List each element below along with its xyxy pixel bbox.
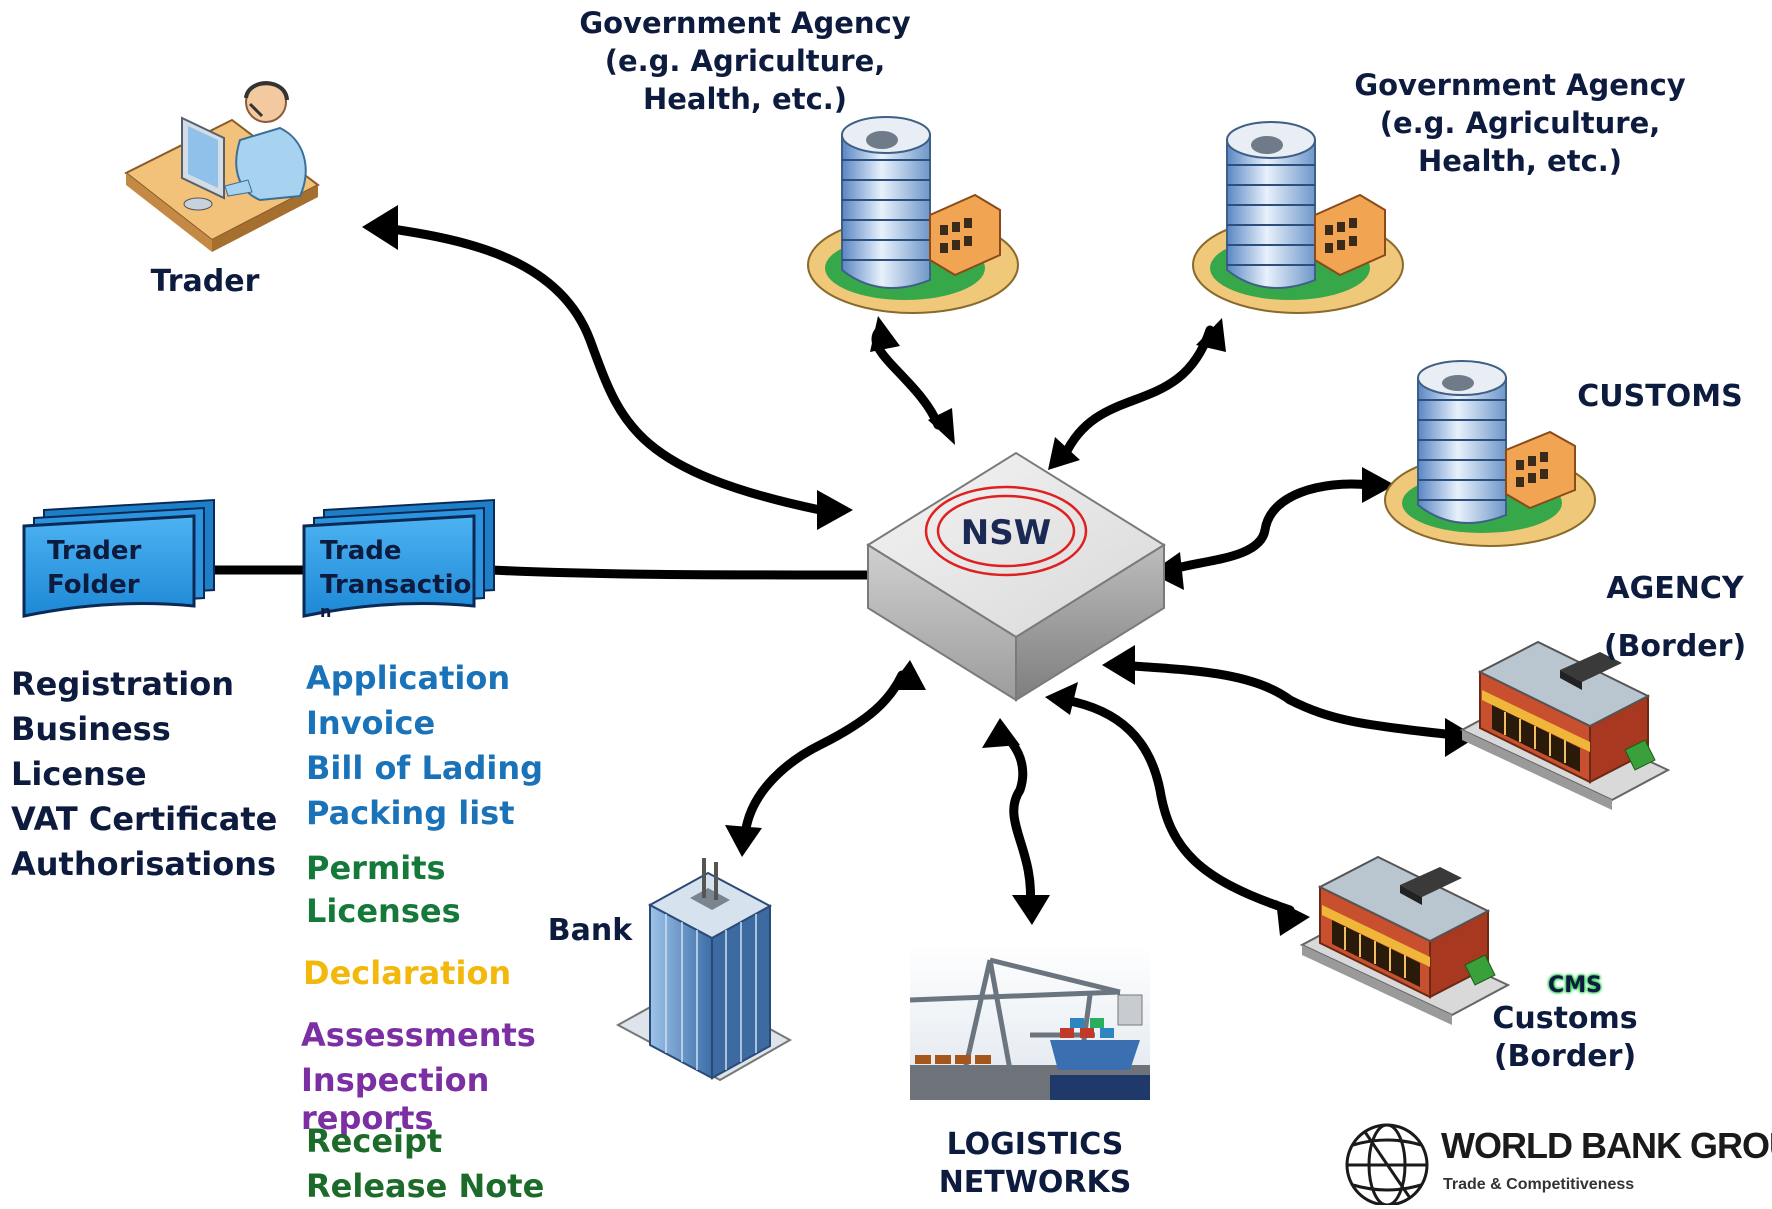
gov-agency-2-label-line3: Health, etc.)	[1417, 144, 1623, 178]
transaction-doc-item: Bill of Lading	[306, 749, 544, 787]
arrow-customs-nsw	[1165, 479, 1375, 575]
transaction-doc-item: Permits	[306, 849, 446, 887]
trade-transaction-folder-label-line2: Transactio	[320, 570, 472, 600]
gov-agency-1-icon	[807, 116, 1019, 314]
trader-folder-label-line1: Trader	[47, 536, 142, 566]
nsw-label: NSW	[961, 513, 1051, 553]
gov-agency-1-label-line2: (e.g. Agriculture,	[604, 44, 886, 78]
trader-folder-label: Trader Folder	[47, 534, 141, 602]
transaction-docs-group5: Receipt Release Note	[306, 1119, 544, 1209]
logistics-label-line1: LOGISTICS	[946, 1127, 1124, 1162]
trader-doc-item: VAT Certificate	[11, 800, 278, 838]
arrow-cms-nsw	[1060, 695, 1295, 915]
agency-border-label: AGENCY (Border)	[1580, 560, 1770, 676]
transaction-doc-item: Invoice	[306, 704, 436, 742]
connector-arrows	[195, 223, 1460, 915]
trader-label: Trader	[150, 264, 260, 299]
transaction-docs-group2: Permits Licenses	[306, 847, 461, 933]
transaction-doc-item: Inspection	[301, 1061, 490, 1099]
transaction-doc-item: Application	[306, 659, 511, 697]
transaction-doc-item: Assessments	[301, 1016, 536, 1054]
world-bank-group-subtitle: Trade & Competitiveness	[1443, 1176, 1635, 1193]
logistics-label-line2: NETWORKS	[938, 1165, 1132, 1200]
arrow-gov2-nsw	[1060, 325, 1215, 460]
gov-agency-2-label: Government Agency (e.g. Agriculture, Hea…	[1330, 66, 1710, 180]
trade-transaction-folder-label: Trade Transactio n	[320, 534, 472, 621]
world-bank-globe-icon	[1345, 1123, 1429, 1205]
cms-label-line1: Customs	[1492, 1001, 1638, 1036]
transaction-doc-item: Release Note	[306, 1167, 545, 1205]
cms-label-line2: (Border)	[1493, 1039, 1637, 1074]
arrow-logistics-nsw	[1000, 730, 1035, 910]
agency-border-icon	[1459, 640, 1671, 810]
arrow-bank-nsw	[740, 670, 907, 840]
trade-transaction-folder-label-line1: Trade	[320, 536, 402, 566]
cms-label: Customs (Border)	[1470, 1000, 1660, 1076]
trader-doc-item: Registration	[11, 665, 234, 703]
gov-agency-2-label-line2: (e.g. Agriculture,	[1379, 106, 1661, 140]
transaction-doc-item: Declaration	[303, 954, 512, 992]
customs-label: CUSTOMS	[1577, 379, 1743, 414]
transaction-doc-item: reports	[301, 1099, 434, 1137]
trade-transaction-folder-icon	[302, 498, 495, 618]
cms-badge: CMS	[1548, 973, 1602, 998]
transaction-docs-group3: Declaration	[303, 951, 511, 996]
trader-documents-list: Registration Business License VAT Certif…	[11, 662, 277, 887]
agency-border-label-line2: (Border)	[1603, 629, 1747, 664]
logistics-port-icon	[909, 945, 1150, 1100]
transaction-doc-item: Packing list	[306, 794, 515, 832]
trader-doc-item: Business	[11, 710, 171, 748]
line-folder-nsw	[195, 565, 875, 580]
gov-agency-1-label-line3: Health, etc.)	[642, 82, 848, 116]
nsw-hub: NSW	[866, 451, 1166, 702]
gov-agency-1-label-line1: Government Agency	[579, 6, 911, 40]
trader-doc-item: Authorisations	[11, 845, 277, 883]
world-bank-group-title: WORLD BANK GROUP	[1441, 1125, 1772, 1166]
trade-transaction-folder-label-line3: n	[320, 602, 332, 621]
cms-icon	[1299, 855, 1511, 1025]
gov-agency-2-label-line1: Government Agency	[1354, 68, 1686, 102]
trader-icon	[124, 81, 320, 252]
transaction-docs-group4: Assessments Inspection reports	[301, 1013, 536, 1137]
agency-border-label-line1: AGENCY	[1606, 571, 1744, 606]
trader-folder-label-line2: Folder	[47, 570, 140, 600]
gov-agency-2-icon	[1192, 121, 1404, 314]
arrow-agency-nsw	[1115, 660, 1460, 740]
arrow-trader-nsw	[380, 223, 825, 515]
gov-agency-1-label: Government Agency (e.g. Agriculture, Hea…	[555, 4, 935, 118]
arrowheads	[362, 205, 1477, 936]
customs-icon	[1384, 360, 1596, 547]
transaction-doc-item: Receipt	[306, 1122, 443, 1160]
bank-label: Bank	[547, 913, 633, 948]
transaction-doc-item: Licenses	[306, 892, 461, 930]
transaction-docs-group1: Application Invoice Bill of Lading Packi…	[306, 656, 543, 836]
trader-folder-icon	[22, 498, 215, 618]
bank-icon	[615, 858, 793, 1082]
logistics-label: LOGISTICS NETWORKS	[900, 1126, 1170, 1202]
trader-doc-item: License	[11, 755, 147, 793]
